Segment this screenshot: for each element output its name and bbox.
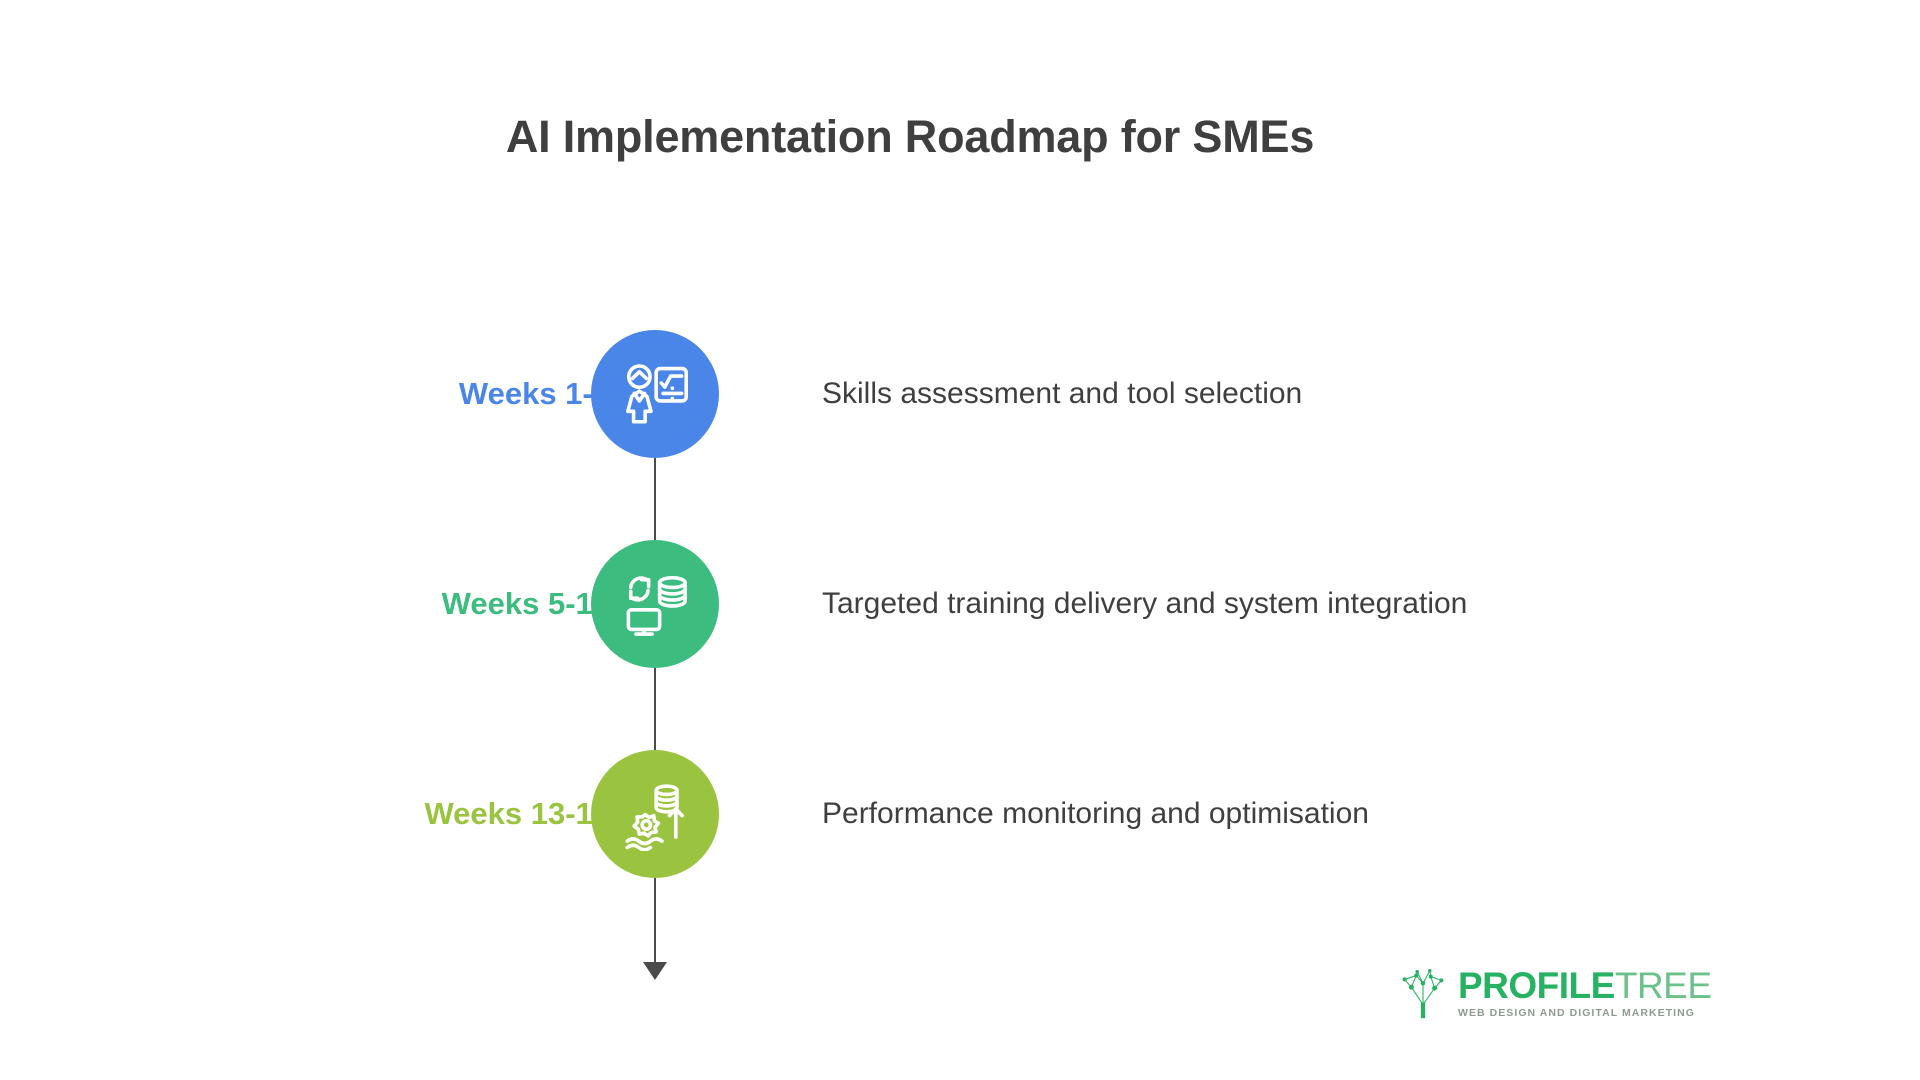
logo-text-block: PROFILETREE WEB DESIGN AND DIGITAL MARKE…	[1458, 967, 1712, 1019]
logo-wordmark: PROFILETREE	[1458, 967, 1712, 1004]
step-badge-1	[591, 330, 719, 458]
sync-database-monitor-icon	[618, 567, 692, 641]
step-description: Targeted training delivery and system in…	[822, 586, 1468, 620]
connector-line-2	[654, 668, 656, 750]
logo-word-profile: PROFILE	[1458, 965, 1615, 1006]
step-badge-2	[591, 540, 719, 668]
logo-word-tree: TREE	[1614, 965, 1712, 1006]
step-badge-3	[591, 750, 719, 878]
logo-tagline: WEB DESIGN AND DIGITAL MARKETING	[1458, 1007, 1695, 1019]
page-title: AI Implementation Roadmap for SMEs	[505, 111, 1315, 162]
roadmap-step: Weeks 13-16	[0, 750, 1920, 960]
step-week-label: Weeks 13-16	[424, 796, 610, 831]
connector-line-3	[654, 878, 656, 968]
step-week-label: Weeks 1-4	[458, 376, 610, 411]
arrow-head-icon	[643, 962, 667, 980]
profiletree-logo: PROFILETREE WEB DESIGN AND DIGITAL MARKE…	[1392, 962, 1712, 1024]
step-description: Performance monitoring and optimisation	[822, 796, 1369, 830]
person-assessment-board-icon	[618, 357, 692, 431]
roadmap-step: Weeks 5-12	[0, 540, 1920, 750]
roadmap-steps: Weeks 1-4	[0, 330, 1920, 960]
network-tree-icon	[1392, 962, 1454, 1024]
step-description: Skills assessment and tool selection	[822, 376, 1303, 410]
connector-line-1	[654, 458, 656, 540]
database-growth-arrow-icon	[618, 777, 692, 851]
step-week-label: Weeks 5-12	[441, 586, 610, 621]
roadmap-step: Weeks 1-4	[0, 330, 1920, 540]
